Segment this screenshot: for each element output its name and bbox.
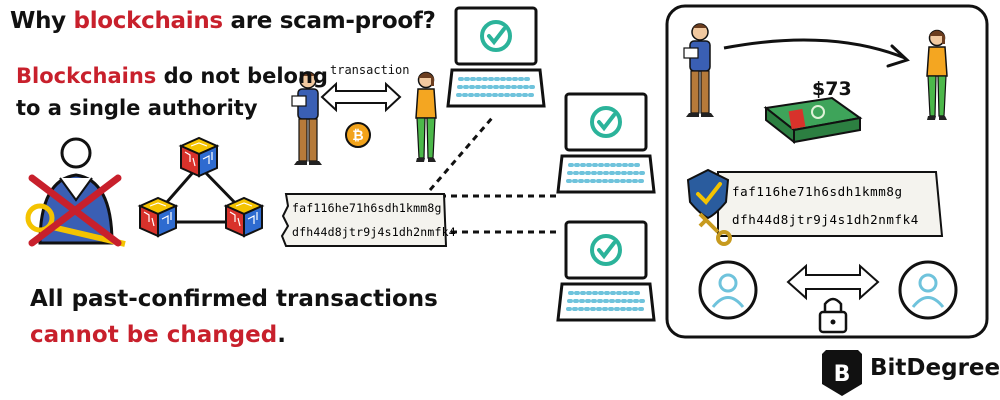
network-connections bbox=[428, 117, 558, 234]
confirmed-statement-line1: All past-confirmed transactions bbox=[30, 286, 438, 312]
shield-check-icon bbox=[686, 168, 730, 220]
user-circle-icon bbox=[698, 260, 758, 320]
bitcoin-coin-icon: ₿ bbox=[345, 122, 371, 148]
panel-receiver-icon bbox=[926, 29, 948, 121]
padlock-icon bbox=[818, 297, 848, 334]
title-highlight: blockchains bbox=[73, 8, 224, 34]
hash-line-2: dfh44d8jtr9j4s1dh2nmfk4 bbox=[292, 225, 456, 239]
double-arrow-icon bbox=[320, 81, 402, 113]
cash-stack-icon bbox=[763, 96, 863, 145]
ledger-hash-line-1: faf116he71h6sdh1kmm8g bbox=[732, 184, 903, 199]
key-icon bbox=[698, 212, 732, 246]
user-circle-icon bbox=[898, 260, 958, 320]
amount-label: $73 bbox=[812, 78, 852, 100]
crossed-person-icon bbox=[25, 137, 126, 247]
bitdegree-logo-icon: B bbox=[822, 350, 862, 396]
receiver-person-icon bbox=[415, 71, 437, 163]
authority-statement-line1: Blockchains do not belong bbox=[16, 64, 328, 88]
ledger-hash-line-2: dfh44d8jtr9j4s1dh2nmfk4 bbox=[732, 212, 919, 227]
laptop-check-icon bbox=[556, 92, 656, 194]
double-arrow-icon bbox=[786, 263, 880, 301]
laptop-check-icon bbox=[556, 220, 656, 322]
hash-line-1: faf116he71h6sdh1kmm8g bbox=[292, 201, 442, 215]
diagram-title: Why blockchains are scam-proof? bbox=[10, 8, 436, 34]
brand-name: BitDegree bbox=[870, 355, 1000, 381]
panel-sender-icon bbox=[683, 23, 715, 118]
transaction-label: transaction bbox=[330, 63, 410, 77]
laptop-check-icon bbox=[446, 6, 546, 108]
svg-text:₿: ₿ bbox=[352, 128, 363, 144]
confirmed-statement-line2: cannot be changed. bbox=[30, 322, 286, 348]
authority-statement-line2: to a single authority bbox=[16, 96, 258, 120]
transfer-arrow bbox=[723, 38, 906, 60]
ledger-hash-paper bbox=[717, 171, 944, 237]
blockchain-cubes-icon bbox=[139, 137, 263, 237]
hash-paper bbox=[280, 193, 448, 247]
ledger-panel bbox=[665, 4, 989, 339]
svg-text:B: B bbox=[834, 362, 851, 387]
